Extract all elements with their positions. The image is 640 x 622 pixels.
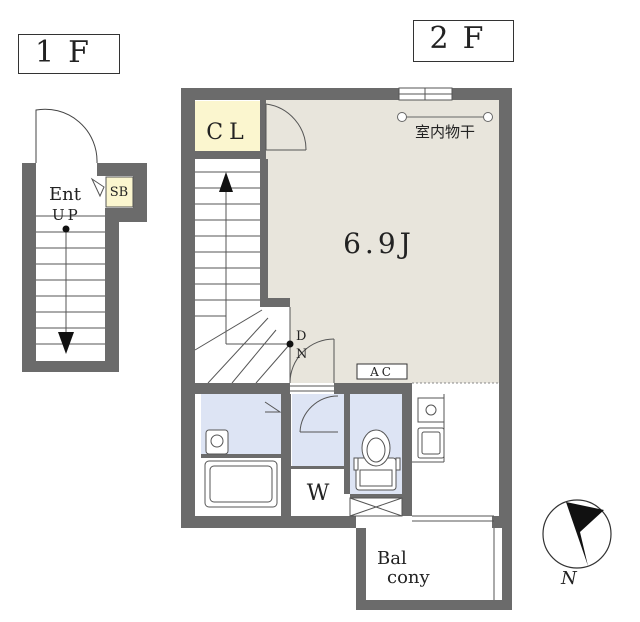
stairs-down-label-d: D bbox=[296, 329, 306, 344]
shoe-box bbox=[105, 176, 134, 208]
indoor-drying-label: 室内物干 bbox=[415, 123, 475, 141]
air-conditioner-label: AC bbox=[369, 365, 394, 379]
second-floor-plan: D N W bbox=[181, 87, 512, 610]
floor-2-label: 2F bbox=[413, 20, 514, 62]
air-conditioner bbox=[356, 363, 408, 380]
stairs-up-label: UP bbox=[52, 206, 81, 224]
north-compass: N bbox=[542, 499, 612, 589]
stairs-down-label-n: N bbox=[296, 347, 307, 362]
closet bbox=[195, 101, 260, 151]
entrance-label: Ent bbox=[49, 184, 82, 205]
main-room bbox=[265, 100, 500, 383]
floor-1-text: 1F bbox=[35, 35, 103, 70]
north-label: N bbox=[560, 568, 578, 589]
washer-label: W bbox=[307, 481, 330, 506]
closet-label: CL bbox=[206, 120, 249, 145]
shoe-box-label: SB bbox=[110, 185, 128, 200]
first-floor-plan: SB Ent UP bbox=[22, 108, 147, 372]
room-size-label: 6.9J bbox=[343, 227, 415, 260]
floor-1-label: 1F bbox=[18, 34, 120, 74]
balcony-label-line2: cony bbox=[387, 567, 431, 588]
balcony-label-line1: Bal bbox=[377, 548, 407, 569]
floor-2-text: 2F bbox=[429, 21, 498, 56]
